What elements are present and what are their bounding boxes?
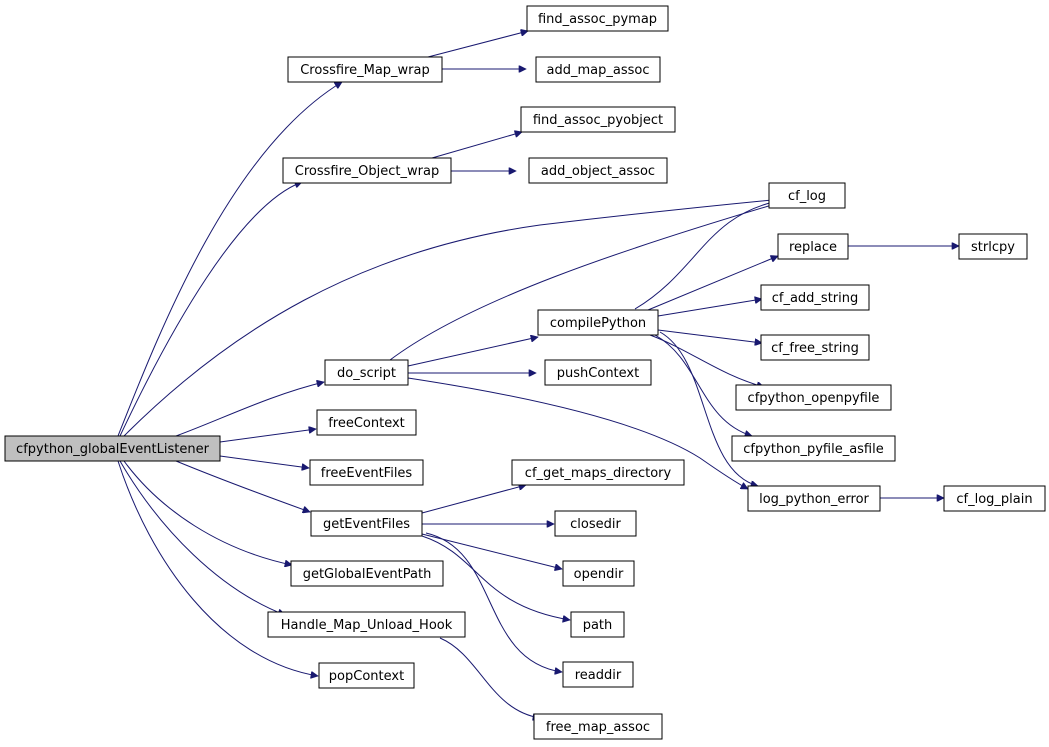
edge-compile-pyfile [654, 334, 752, 436]
node-label: popContext [329, 669, 404, 684]
node-label: cf_log_plain [956, 492, 1032, 507]
node-getEventFiles[interactable]: getEventFiles [310, 510, 423, 537]
node-label: add_map_assoc [547, 63, 650, 78]
node-label: freeContext [328, 416, 405, 431]
node-crossfire-object-wrap[interactable]: Crossfire_Object_wrap [282, 157, 452, 184]
node-closedir[interactable]: closedir [554, 510, 637, 537]
node-label: closedir [570, 517, 621, 532]
node-add-object-assoc[interactable]: add_object_assoc [528, 157, 668, 184]
node-label: replace [789, 240, 837, 255]
edge-compile-cflog [634, 200, 782, 310]
edges [117, 31, 959, 718]
node-popContext[interactable]: popContext [318, 662, 415, 689]
node-cf-log[interactable]: cf_log [768, 182, 846, 209]
node-label: Crossfire_Map_wrap [300, 63, 430, 78]
node-label: find_assoc_pymap [538, 12, 657, 27]
edge-root-ggep [123, 460, 292, 565]
node-label: cf_free_string [771, 341, 859, 356]
node-crossfire-map-wrap[interactable]: Crossfire_Map_wrap [287, 56, 443, 83]
node-cf-log-plain[interactable]: cf_log_plain [943, 485, 1046, 512]
node-label: cfpython_openpyfile [748, 391, 880, 406]
node-cfpython-globalEventListener[interactable]: cfpython_globalEventListener [4, 435, 221, 462]
edge-compile-replace [647, 256, 778, 311]
node-path[interactable]: path [570, 611, 625, 638]
node-cfpython-openpyfile[interactable]: cfpython_openpyfile [735, 384, 892, 411]
node-freeEventFiles[interactable]: freeEventFiles [309, 459, 424, 486]
node-find-assoc-pymap[interactable]: find_assoc_pymap [526, 5, 669, 32]
node-strlcpy[interactable]: strlcpy [958, 233, 1028, 260]
node-readdir[interactable]: readdir [562, 661, 634, 688]
node-add-map-assoc[interactable]: add_map_assoc [535, 56, 661, 83]
node-label: add_object_assoc [541, 164, 655, 179]
edge-doscript-lpe [407, 377, 748, 490]
node-cf-add-string[interactable]: cf_add_string [760, 284, 870, 311]
edge-compile-cffree [657, 329, 762, 343]
edge-root-freectx [219, 429, 316, 443]
edge-root-popctx [117, 460, 318, 676]
edge-compile-cfadd [657, 299, 762, 317]
edge-hmuh-fma [439, 637, 540, 718]
node-replace[interactable]: replace [777, 233, 849, 260]
node-label: cfpython_pyfile_asfile [743, 442, 883, 457]
edge-compile-lpe [659, 331, 758, 486]
edge-root-freeev [219, 455, 309, 468]
node-label: getGlobalEventPath [303, 567, 432, 582]
node-handle-map-unload-hook[interactable]: Handle_Map_Unload_Hook [267, 611, 466, 638]
node-label: pushContext [557, 366, 639, 381]
node-label: cf_log [788, 189, 826, 204]
node-do-script[interactable]: do_script [324, 359, 409, 386]
node-label: cf_get_maps_directory [525, 466, 672, 481]
node-log-python-error[interactable]: log_python_error [747, 485, 881, 512]
node-label: freeEventFiles [321, 466, 413, 481]
node-pushContext[interactable]: pushContext [544, 359, 652, 386]
edge-getev-opendir [421, 533, 562, 569]
node-label: compilePython [550, 316, 646, 331]
node-opendir[interactable]: opendir [562, 560, 635, 587]
node-label: cf_add_string [772, 291, 859, 306]
node-label: find_assoc_pyobject [533, 113, 663, 128]
node-cf-free-string[interactable]: cf_free_string [760, 334, 870, 361]
edge-root-cow [119, 182, 302, 437]
node-label: getEventFiles [323, 517, 410, 532]
node-label: readdir [575, 668, 622, 683]
edge-cmw-fap [427, 31, 528, 58]
node-label: Handle_Map_Unload_Hook [281, 618, 453, 633]
node-label: log_python_error [759, 492, 869, 507]
node-label: cfpython_globalEventListener [16, 442, 210, 457]
node-label: free_map_assoc [546, 720, 650, 735]
node-cf-get-maps-directory[interactable]: cf_get_maps_directory [511, 459, 685, 486]
node-label: strlcpy [971, 240, 1015, 255]
nodes: cfpython_globalEventListener Crossfire_M… [4, 5, 1046, 740]
edge-doscript-compile [407, 337, 538, 367]
node-label: path [583, 618, 613, 633]
edge-getev-gmaps [421, 485, 526, 514]
edge-cow-fapo [431, 132, 522, 159]
edge-root-cmw [117, 81, 342, 437]
edge-root-cflog [123, 199, 782, 437]
edge-root-hmuh [119, 460, 285, 615]
node-label: do_script [337, 366, 396, 381]
node-free-map-assoc[interactable]: free_map_assoc [533, 713, 663, 740]
node-find-assoc-pyobject[interactable]: find_assoc_pyobject [520, 106, 676, 133]
node-label: Crossfire_Object_wrap [295, 164, 439, 179]
node-cfpython-pyfile-asfile[interactable]: cfpython_pyfile_asfile [731, 435, 896, 462]
edge-getev-path [421, 535, 570, 620]
edge-root-getev [175, 460, 310, 512]
edge-doscript-cflog [389, 202, 782, 361]
node-label: opendir [574, 567, 624, 582]
edge-root-doscript [175, 382, 324, 437]
node-getGlobalEventPath[interactable]: getGlobalEventPath [290, 560, 444, 587]
edge-getev-readdir [425, 532, 562, 672]
node-freeContext[interactable]: freeContext [316, 409, 417, 436]
node-compilePython[interactable]: compilePython [537, 309, 659, 336]
